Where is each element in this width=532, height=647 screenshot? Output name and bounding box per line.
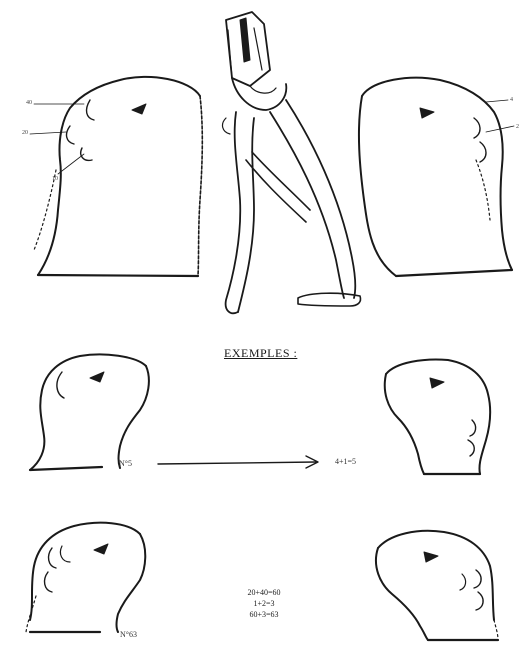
example1-number: N°5 — [119, 460, 132, 468]
head-example2-right — [376, 531, 498, 640]
ear-label-right-2: 2 — [516, 124, 519, 130]
example1-arrow — [158, 456, 318, 468]
ear-label-right-1: 4 — [510, 97, 513, 103]
examples-heading: EXEMPLES : — [224, 347, 297, 359]
ear-label-left-3: 10 — [52, 176, 58, 182]
ear-label-left-2: 20 — [22, 130, 28, 136]
example2-calc-line-3: 60+3=63 — [232, 610, 296, 620]
head-example1-right — [385, 360, 490, 474]
head-example2-left — [26, 523, 145, 632]
head-top-right — [359, 78, 514, 276]
example2-calc-line-2: 1+2=3 — [232, 599, 296, 609]
ear-notching-pliers — [223, 12, 361, 313]
ear-label-left-1: 40 — [26, 100, 32, 106]
example2-calc-line-1: 20+40=60 — [232, 588, 296, 598]
example1-equation: 4+1=5 — [335, 458, 356, 466]
example2-number: N°63 — [120, 631, 137, 639]
head-example1-left — [30, 354, 149, 470]
